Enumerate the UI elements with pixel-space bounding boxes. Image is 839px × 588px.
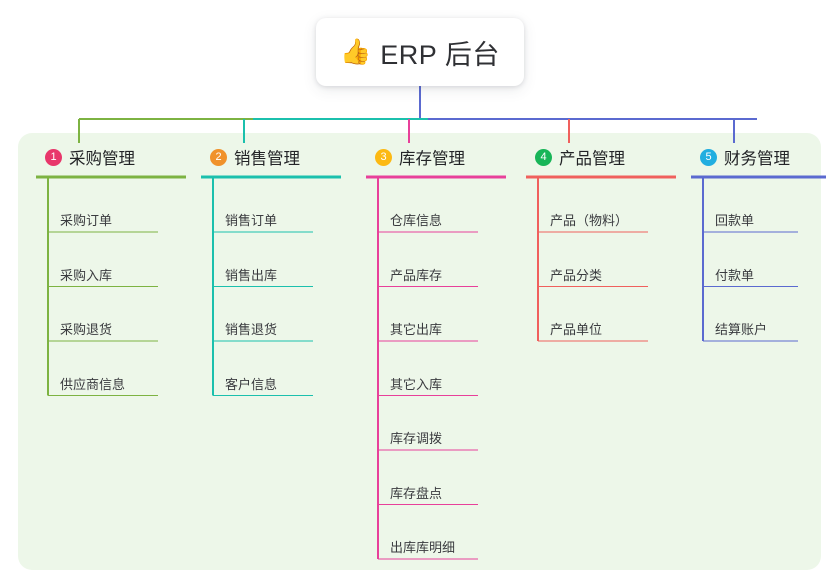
leaf-item[interactable]: 回款单 <box>715 213 755 228</box>
branch-number-badge: 2 <box>210 148 227 166</box>
leaf-item[interactable]: 库存盘点 <box>390 485 443 501</box>
leaf-item[interactable]: 出库库明细 <box>390 540 456 555</box>
branch-number-badge: 4 <box>535 148 552 166</box>
branch-number-badge: 5 <box>700 148 717 166</box>
leaf-item[interactable]: 产品库存 <box>390 267 443 283</box>
leaf-item[interactable]: 供应商信息 <box>60 376 126 392</box>
leaf-item[interactable]: 产品单位 <box>550 322 603 337</box>
branches-panel <box>18 133 821 570</box>
branch-header-销售管理[interactable]: 2 销售管理 <box>201 145 300 169</box>
branch-title: 财务管理 <box>724 150 790 168</box>
root-node[interactable]: 👍 ERP 后台 <box>316 18 524 86</box>
leaf-item[interactable]: 其它入库 <box>390 376 443 392</box>
branch-title: 库存管理 <box>399 150 465 168</box>
leaf-item[interactable]: 客户信息 <box>225 376 278 392</box>
leaf-item[interactable]: 销售退货 <box>225 322 278 337</box>
branch-number-badge: 1 <box>45 148 62 166</box>
branch-title: 采购管理 <box>69 150 135 168</box>
branch-number-badge: 3 <box>375 148 392 166</box>
leaf-item[interactable]: 库存调拨 <box>390 431 443 446</box>
branch-column-库存管理: 3 库存管理 <box>366 145 465 169</box>
branch-header-采购管理[interactable]: 1 采购管理 <box>36 145 135 169</box>
branch-title: 销售管理 <box>234 150 300 168</box>
leaf-item[interactable]: 仓库信息 <box>390 213 443 228</box>
thumbs-up-icon: 👍 <box>340 37 372 66</box>
branch-title: 产品管理 <box>559 150 625 168</box>
branch-column-产品管理: 4 产品管理 <box>526 145 625 169</box>
leaf-item[interactable]: 销售订单 <box>225 213 278 228</box>
branch-column-采购管理: 1 采购管理 <box>36 145 135 169</box>
leaf-item[interactable]: 结算账户 <box>715 322 768 337</box>
leaf-item[interactable]: 采购入库 <box>60 267 113 283</box>
leaf-item[interactable]: 产品分类 <box>550 267 603 283</box>
branch-header-产品管理[interactable]: 4 产品管理 <box>526 145 625 169</box>
branch-column-销售管理: 2 销售管理 <box>201 145 300 169</box>
leaf-item[interactable]: 销售出库 <box>225 267 278 283</box>
leaf-item[interactable]: 采购退货 <box>60 322 113 337</box>
root-node-label: ERP 后台 <box>380 39 500 70</box>
leaf-item[interactable]: 其它出库 <box>390 322 443 337</box>
leaf-item[interactable]: 付款单 <box>715 267 755 283</box>
branch-column-财务管理: 5 财务管理 <box>691 145 790 169</box>
leaf-item[interactable]: 采购订单 <box>60 213 113 228</box>
leaf-item[interactable]: 产品（物料） <box>550 213 629 228</box>
branch-header-财务管理[interactable]: 5 财务管理 <box>691 145 790 169</box>
branch-header-库存管理[interactable]: 3 库存管理 <box>366 145 465 169</box>
